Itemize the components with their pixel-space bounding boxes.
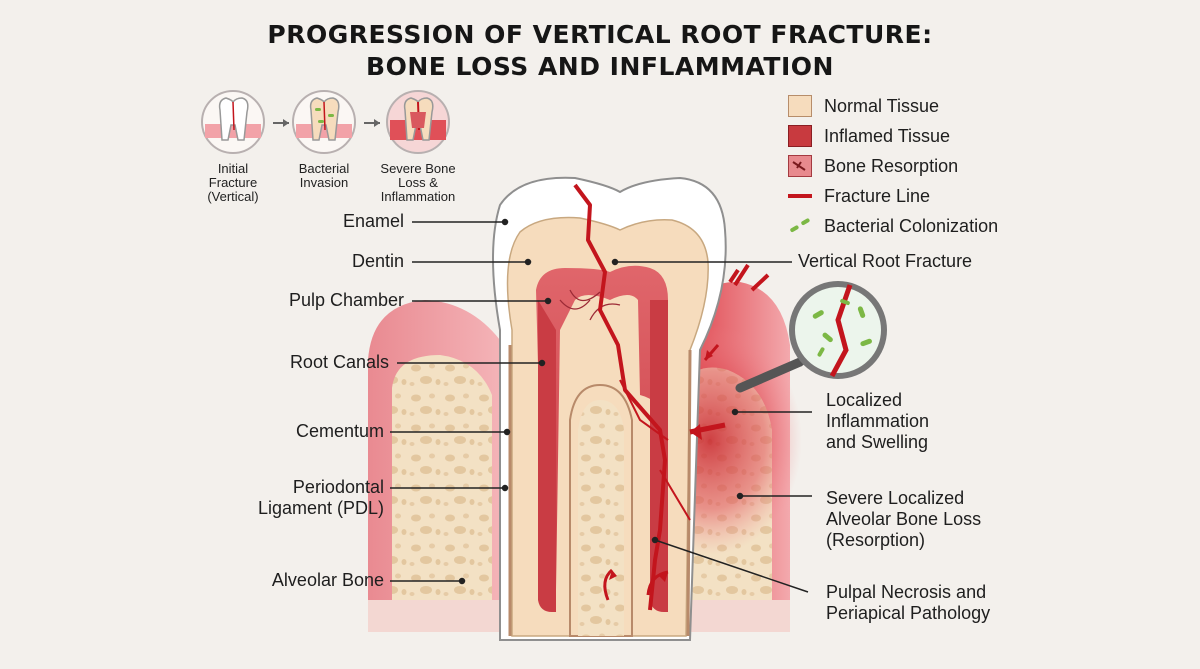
label-bone-loss: Severe Localized Alveolar Bone Loss (Res… — [826, 488, 981, 551]
progression-icon-bacterial-invasion — [292, 90, 356, 154]
label-pulp-chamber: Pulp Chamber — [288, 290, 404, 310]
caption-line: Loss & — [398, 175, 438, 190]
title-line-1: PROGRESSION OF VERTICAL ROOT FRACTURE: — [267, 20, 933, 49]
label-line: and Swelling — [826, 432, 929, 452]
title-line-2: BONE LOSS AND INFLAMMATION — [366, 52, 834, 81]
magnifier-icon — [735, 281, 887, 393]
legend-label: Inflamed Tissue — [824, 125, 951, 146]
label-line: Periapical Pathology — [826, 603, 991, 623]
left-alveolar-bone — [392, 355, 492, 632]
label-cementum: Cementum — [295, 421, 384, 441]
legend-label: Bone Resorption — [824, 155, 959, 176]
label-inflammation: Localized Inflammation and Swelling — [826, 390, 929, 453]
label-line: Inflammation — [826, 411, 930, 431]
left-leader-lines — [390, 218, 552, 585]
caption-line: Invasion — [299, 175, 349, 190]
label-pdl: Periodontal Ligament (PDL) — [258, 477, 384, 519]
caption-line: Bacterial — [298, 161, 350, 176]
progression-icon-initial-fracture — [201, 90, 265, 154]
legend-item-inflamed-tissue: Inflamed Tissue — [788, 123, 950, 149]
periapical-arrow-left — [603, 568, 614, 601]
fracture-line — [573, 183, 667, 611]
legend-item-normal-tissue: Normal Tissue — [788, 93, 939, 119]
legend-label: Fracture Line — [824, 185, 931, 206]
fracture-line-swatch — [788, 194, 812, 198]
left-root-canal — [538, 300, 556, 612]
progression-caption-3: Severe Bone Loss & Inflammation — [370, 162, 466, 204]
progression-caption-1: Initial Fracture (Vertical) — [193, 162, 273, 204]
caption-line: Severe Bone — [380, 161, 456, 176]
label-line: Localized — [826, 390, 903, 410]
legend-item-fracture-line: Fracture Line — [788, 183, 930, 209]
inflamed-tissue-swatch — [788, 125, 812, 147]
caption-line: (Vertical) — [207, 189, 259, 204]
label-vertical-root-fracture: Vertical Root Fracture — [798, 251, 973, 271]
legend-label: Bacterial Colonization — [824, 215, 999, 236]
label-alveolar-bone: Alveolar Bone — [271, 570, 384, 590]
label-line: Pulpal Necrosis and — [826, 582, 987, 602]
legend-label: Normal Tissue — [824, 95, 940, 116]
right-root-canal — [650, 300, 668, 612]
label-line: (Resorption) — [826, 530, 926, 550]
caption-line: Fracture — [208, 175, 258, 190]
progression-icon-severe-bone-loss — [386, 90, 450, 154]
label-root-canals: Root Canals — [289, 352, 389, 372]
label-enamel: Enamel — [342, 211, 404, 231]
legend-item-bone-resorption: Bone Resorption — [788, 153, 958, 179]
periapical-arrow-right — [646, 570, 669, 596]
right-leader-lines — [611, 258, 812, 593]
label-line: Periodontal — [292, 477, 384, 497]
progression-caption-2: Bacterial Invasion — [284, 162, 364, 190]
bone-resorption-swatch — [788, 155, 812, 177]
label-necrosis: Pulpal Necrosis and Periapical Pathology — [826, 582, 990, 624]
bacteria-swatch — [788, 215, 812, 237]
caption-line: Inflammation — [380, 189, 456, 204]
legend-item-bacterial-colonization: Bacterial Colonization — [788, 213, 998, 239]
label-line: Ligament (PDL) — [257, 498, 384, 518]
label-line: Alveolar Bone Loss — [826, 509, 982, 529]
caption-line: Initial — [217, 161, 249, 176]
label-dentin: Dentin — [351, 251, 404, 271]
label-line: Severe Localized — [826, 488, 965, 508]
normal-tissue-swatch — [788, 95, 812, 117]
